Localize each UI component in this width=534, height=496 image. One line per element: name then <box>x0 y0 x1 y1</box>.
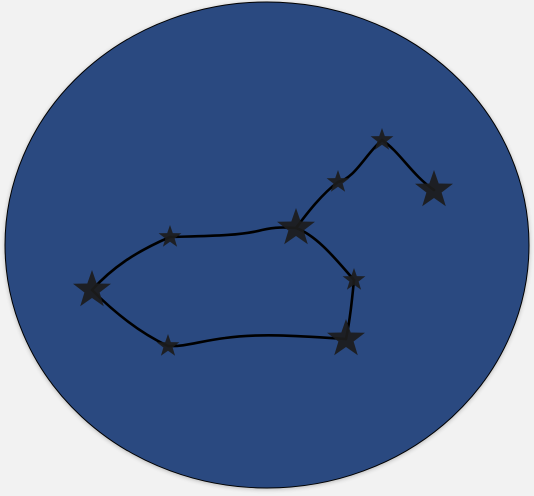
night-sky-circle <box>4 1 530 489</box>
right-star-icon <box>342 268 366 290</box>
line-lower-right-to-lower-left <box>166 334 348 348</box>
lower-left-star-icon <box>156 334 180 356</box>
center-star-icon <box>277 208 315 245</box>
west-star-icon <box>73 270 111 307</box>
upper-left-star-icon <box>158 225 182 247</box>
lower-right-star-icon <box>327 319 365 356</box>
constellation-stars <box>73 128 453 356</box>
neck-star-icon <box>326 170 350 192</box>
east-star-icon <box>415 170 453 207</box>
top-star-icon <box>370 128 394 150</box>
